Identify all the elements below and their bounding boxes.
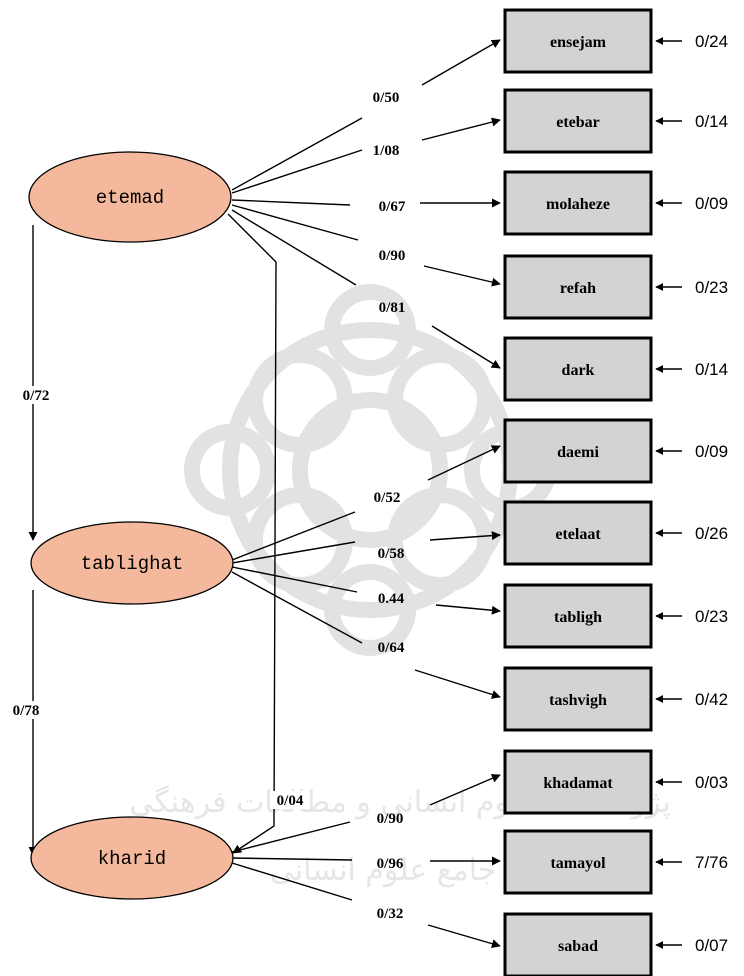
loading-label-molaheze: 0/67 xyxy=(379,199,406,215)
indicator-sabad xyxy=(503,912,653,976)
loading-label-etebar: 1/08 xyxy=(373,143,400,159)
loading-edge-refah-b xyxy=(423,265,501,287)
loading-edge-daemi-a xyxy=(231,511,356,561)
loading-label-etelaat: 0/58 xyxy=(378,546,405,562)
structural-path-etemad-kharid xyxy=(227,213,277,854)
indicator-khadamat xyxy=(503,749,653,815)
indicator-label-daemi: daemi xyxy=(557,444,599,461)
loading-edge-etebar-a xyxy=(231,149,363,194)
error-value-molaheze: 0/09 xyxy=(695,194,728,213)
indicator-ensejam xyxy=(503,8,653,74)
indicator-dark xyxy=(503,336,653,402)
loading-edge-etebar-b xyxy=(421,117,501,141)
loading-edge-tashvigh-b xyxy=(414,669,501,699)
path-coefficient-etemad-kharid: 0/04 xyxy=(277,793,304,809)
loading-edge-sabad-a xyxy=(231,862,353,901)
loading-edge-tabligh-b xyxy=(435,604,501,615)
loading-label-dark: 0/81 xyxy=(379,300,406,316)
loading-label-ensejam: 0/50 xyxy=(373,90,400,106)
indicator-label-dark: dark xyxy=(562,362,595,379)
loading-edge-dark-b xyxy=(431,325,501,369)
indicator-daemi xyxy=(503,418,653,484)
error-value-tabligh: 0/23 xyxy=(695,607,728,626)
indicator-label-ensejam: ensejam xyxy=(550,34,607,51)
indicator-label-khadamat: khadamat xyxy=(543,775,613,792)
indicator-etelaat xyxy=(503,500,653,566)
error-value-etebar: 0/14 xyxy=(695,112,728,131)
nodes-layer xyxy=(28,8,653,976)
error-value-sabad: 0/07 xyxy=(695,936,728,955)
loading-label-tabligh: 0.44 xyxy=(378,591,405,607)
loading-label-refah: 0/90 xyxy=(379,248,406,264)
error-value-daemi: 0/09 xyxy=(695,442,728,461)
indicator-molaheze xyxy=(503,170,653,236)
loading-edge-tamayol-a xyxy=(231,857,353,861)
indicator-tabligh xyxy=(503,583,653,649)
latent-label-etemad: etemad xyxy=(96,187,164,209)
indicator-tamayol xyxy=(503,829,653,895)
indicator-label-tashvigh: tashvigh xyxy=(549,692,607,709)
error-value-refah: 0/23 xyxy=(695,278,728,297)
loading-edge-dark-a xyxy=(231,209,357,286)
error-value-tamayol: 7/76 xyxy=(695,853,728,872)
loading-edge-ensejam-b xyxy=(421,39,501,86)
indicator-label-tabligh: tabligh xyxy=(554,609,602,626)
path-label-bg xyxy=(270,791,310,809)
error-value-tashvigh: 0/42 xyxy=(695,690,728,709)
latent-kharid xyxy=(30,816,234,900)
latent-label-tablighat: tablighat xyxy=(81,553,184,575)
error-value-dark: 0/14 xyxy=(695,360,728,379)
loading-label-tashvigh: 0/64 xyxy=(378,640,405,656)
loading-label-sabad: 0/32 xyxy=(377,906,404,922)
loading-edge-molaheze-a xyxy=(231,199,351,206)
path-label-bg xyxy=(16,386,56,404)
path-coefficient-etemad-tablighat: 0/72 xyxy=(23,388,50,404)
loading-label-daemi: 0/52 xyxy=(374,490,401,506)
loading-edge-etelaat-a xyxy=(231,541,356,564)
loading-edge-khadamat-a xyxy=(231,821,351,853)
indicator-label-molaheze: molaheze xyxy=(546,196,610,213)
indicator-label-sabad: sabad xyxy=(558,938,598,955)
loading-edge-ensejam-a xyxy=(231,117,363,191)
latent-etemad xyxy=(28,151,232,243)
error-value-khadamat: 0/03 xyxy=(695,773,728,792)
indicator-label-etebar: etebar xyxy=(556,114,600,131)
indicator-label-refah: refah xyxy=(560,280,596,297)
loading-edge-khadamat-b xyxy=(429,774,501,806)
labels-layer: etemad tablighat kharid ensejam 0/24 0/50 eteb… xyxy=(6,32,728,955)
loading-edge-tashvigh-a xyxy=(231,571,363,644)
indicator-tashvigh xyxy=(503,666,653,732)
loading-edge-tabligh-a xyxy=(231,566,358,593)
indicator-refah xyxy=(503,254,653,320)
indicator-label-tamayol: tamayol xyxy=(550,855,606,872)
loading-label-tamayol: 0/96 xyxy=(377,856,404,872)
indicator-etebar xyxy=(503,88,653,154)
loading-edge-sabad-b xyxy=(427,924,501,949)
error-value-etelaat: 0/26 xyxy=(695,524,728,543)
loading-label-khadamat: 0/90 xyxy=(377,811,404,827)
loading-edge-daemi-b xyxy=(427,445,501,481)
loading-edge-refah-a xyxy=(231,204,359,241)
edges-layer xyxy=(28,37,682,949)
path-label-bg xyxy=(6,701,46,719)
error-value-ensejam: 0/24 xyxy=(695,32,728,51)
latent-label-kharid: kharid xyxy=(98,848,166,870)
loading-edge-etelaat-b xyxy=(429,531,501,541)
path-coefficient-tablighat-kharid: 0/78 xyxy=(13,703,40,719)
indicator-label-etelaat: etelaat xyxy=(555,526,601,543)
latent-tablighat xyxy=(30,521,234,605)
